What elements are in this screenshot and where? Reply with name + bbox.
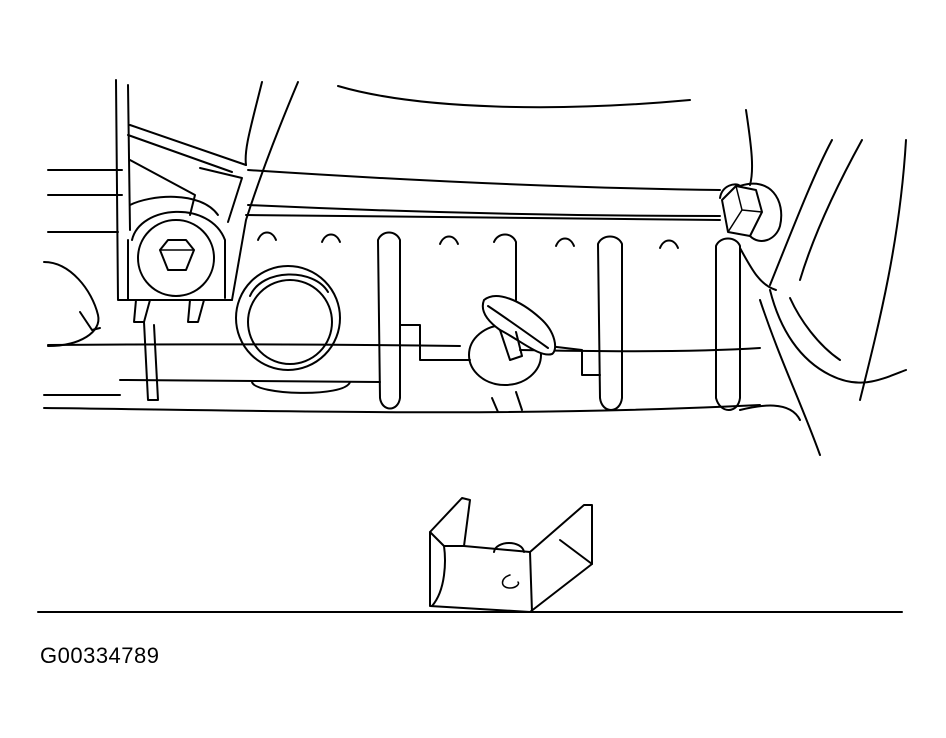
bell-housing — [739, 139, 907, 456]
mount-bracket — [115, 79, 299, 401]
housing-outline — [43, 85, 761, 414]
jack-support — [429, 497, 593, 613]
retaining-straps — [377, 231, 741, 411]
drain-plug — [468, 295, 557, 413]
right-bolt — [719, 109, 783, 291]
flange-bumps — [257, 231, 679, 249]
drain-opening — [235, 265, 341, 371]
left-boss — [43, 261, 101, 347]
figure-id-label: G00334789 — [40, 643, 160, 668]
